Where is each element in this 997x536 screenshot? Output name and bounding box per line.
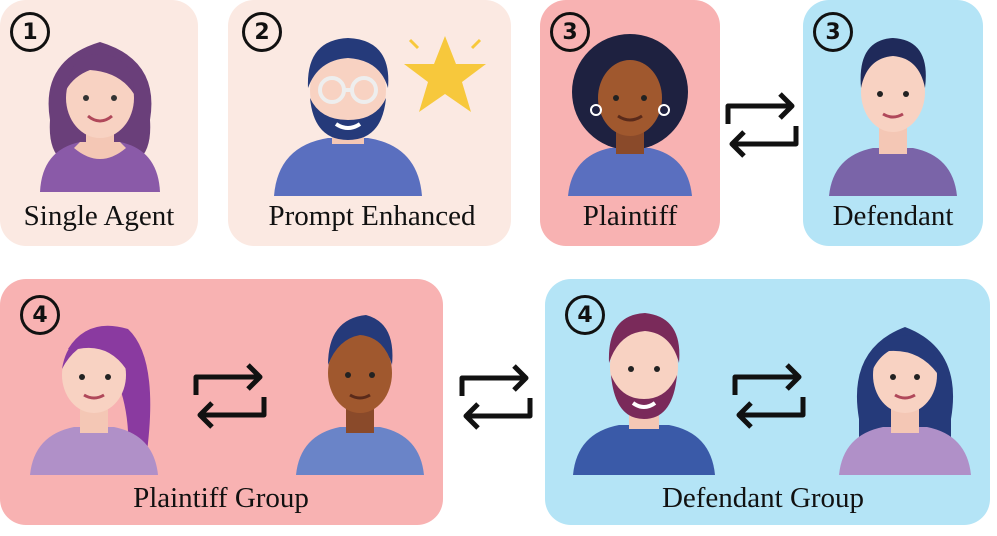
- panel-defendant: 3 Defendant: [803, 0, 983, 246]
- woman-avatar-icon: [839, 327, 971, 475]
- badge-4-plaintiff-group: 4: [20, 295, 60, 335]
- label-plaintiff: Plaintiff: [582, 200, 678, 232]
- panel-single-agent: 1 Single Agent: [0, 0, 198, 246]
- star-icon: [404, 36, 486, 112]
- bearded-man-glasses-avatar-icon: [274, 38, 422, 196]
- woman-avatar-icon: [30, 325, 158, 475]
- man-avatar-icon: [829, 38, 957, 196]
- label-plaintiff-group: Plaintiff Group: [133, 482, 309, 514]
- panel-plaintiff: 3 Plaintiff: [540, 0, 720, 246]
- badge-2: 2: [242, 12, 282, 52]
- badge-3-defendant: 3: [813, 12, 853, 52]
- badge-1: 1: [10, 12, 50, 52]
- panel-defendant-group: 4 Defendant Group: [545, 279, 990, 525]
- badge-4-defendant-group: 4: [565, 295, 605, 335]
- woman-avatar-icon: [40, 42, 160, 192]
- bearded-man-avatar-icon: [573, 313, 715, 475]
- badge-3-plaintiff: 3: [550, 12, 590, 52]
- curly-woman-avatar-icon: [568, 34, 692, 196]
- exchange-arrows-icon: [732, 363, 806, 429]
- label-single-agent: Single Agent: [23, 200, 175, 232]
- man-avatar-icon: [296, 315, 424, 475]
- panel-prompt-enhanced: 2 Prompt Enhanced: [228, 0, 511, 246]
- exchange-arrows-icon: [459, 364, 533, 430]
- label-defendant-group: Defendant Group: [661, 482, 865, 514]
- label-defendant: Defendant: [832, 200, 954, 232]
- exchange-arrows-icon: [725, 92, 799, 158]
- exchange-arrows-icon: [193, 363, 267, 429]
- label-prompt-enhanced: Prompt Enhanced: [268, 200, 476, 232]
- panel-plaintiff-group: 4 Plaintiff Group: [0, 279, 443, 525]
